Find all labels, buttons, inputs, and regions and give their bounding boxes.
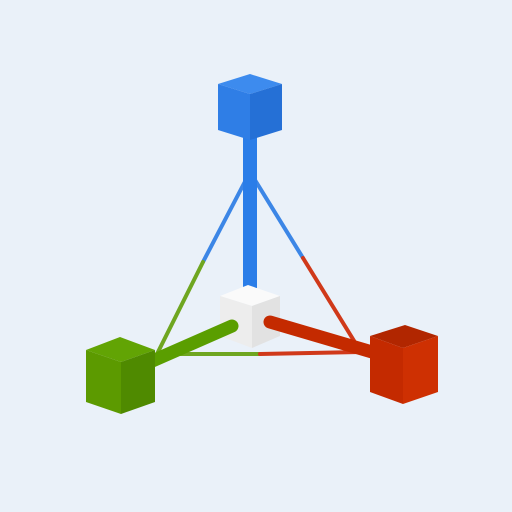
- z-axis-scale-handle[interactable]: [86, 337, 155, 414]
- z-axis-shaft[interactable]: [143, 319, 239, 369]
- x-axis-scale-handle[interactable]: [370, 325, 438, 404]
- yx-plane-line-y-half: [248, 170, 305, 260]
- yx-plane-line-x-half: [301, 256, 358, 346]
- x-axis-shaft[interactable]: [263, 315, 379, 359]
- zx-plane-line-x-half: [258, 350, 362, 356]
- yz-plane-line-y-half: [201, 170, 252, 264]
- yz-plane-line-z-half: [156, 260, 205, 354]
- y-axis-scale-handle[interactable]: [218, 74, 282, 140]
- y-axis-shaft[interactable]: [243, 136, 257, 288]
